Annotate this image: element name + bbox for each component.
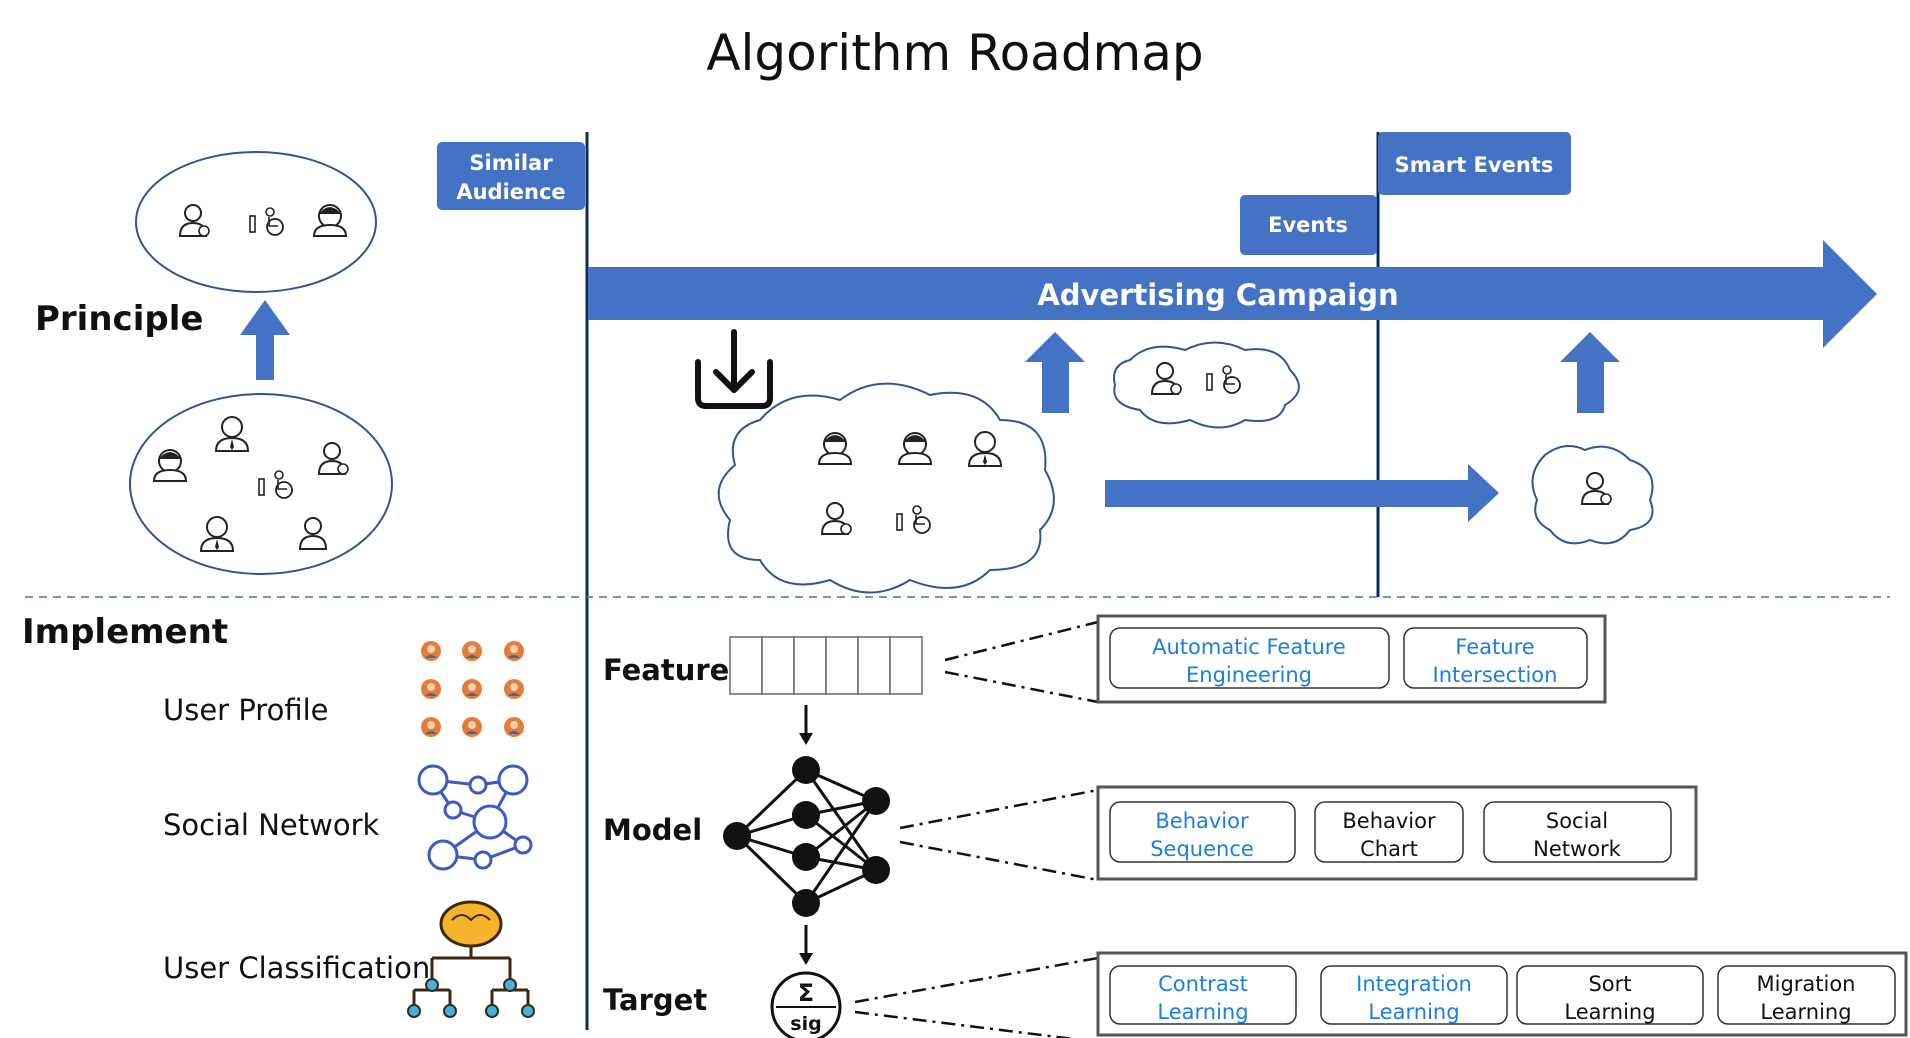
tag-automatic-feature-engineering: Automatic Feature Engineering (1109, 627, 1390, 689)
neural-network-icon (723, 756, 890, 917)
similar-audience-line2: Audience (456, 180, 565, 204)
tag-line: Learning (1564, 1000, 1655, 1024)
smart-events-up-arrow (1560, 332, 1620, 413)
feature-to-model-arrow (799, 705, 813, 745)
model-connector-lines (899, 788, 1099, 882)
tag-line: Contrast (1158, 972, 1248, 996)
feature-label: Feature (603, 653, 729, 687)
campaign-arrow: Advertising Campaign (588, 240, 1877, 348)
avatar-icon (504, 641, 524, 661)
tag-social-network: Social Network (1483, 801, 1672, 863)
tag-line: Intersection (1433, 663, 1558, 687)
principle-label: Principle (35, 299, 203, 339)
avatar-icon (421, 717, 441, 737)
avatar-icon (504, 717, 524, 737)
tag-feature-intersection: Feature Intersection (1403, 627, 1588, 689)
implement-label: Implement (22, 612, 228, 652)
sigmoid-icon: Σ sig (770, 971, 842, 1038)
tag-behavior-sequence: Behavior Sequence (1109, 801, 1296, 863)
social-network-icon (417, 764, 533, 871)
user-profile-avatar-grid (421, 641, 524, 737)
tag-line: Migration (1756, 972, 1855, 996)
tag-integration-learning: Integration Learning (1320, 965, 1508, 1025)
tag-behavior-chart: Behavior Chart (1314, 801, 1464, 863)
tag-line: Automatic Feature (1152, 635, 1346, 659)
similar-audience-badge: Similar Audience (437, 142, 585, 210)
audience-cloud-small (1113, 341, 1300, 429)
events-badge: Events (1240, 195, 1377, 255)
smart-events-label: Smart Events (1395, 153, 1554, 177)
feature-connector-lines (944, 620, 1099, 704)
principle-audience-ellipse-top (135, 151, 377, 293)
tag-contrast-learning: Contrast Learning (1109, 965, 1297, 1025)
avatar-icon (421, 679, 441, 699)
sig-label: sig (790, 1013, 821, 1035)
tag-line: Engineering (1186, 663, 1312, 687)
tag-line: Chart (1360, 837, 1418, 861)
tag-line: Integration (1356, 972, 1472, 996)
tag-line: Network (1533, 837, 1622, 861)
model-to-target-arrow (799, 925, 813, 965)
target-connector-lines (854, 956, 1099, 1038)
target-label: Target (603, 983, 707, 1017)
campaign-label: Advertising Campaign (1037, 278, 1398, 312)
classification-tree-icon (407, 900, 535, 1018)
sigma-symbol: Σ (798, 979, 814, 1007)
tag-line: Learning (1368, 1000, 1459, 1024)
principle-up-arrow (240, 300, 290, 380)
model-label: Model (603, 813, 702, 847)
smart-events-badge: Smart Events (1378, 132, 1571, 195)
right-arrow (1105, 464, 1499, 522)
tag-line: Behavior (1155, 809, 1249, 833)
tag-line: Learning (1760, 1000, 1851, 1024)
feature-vector (729, 636, 923, 695)
tag-line: Behavior (1342, 809, 1436, 833)
cloud-up-arrow (1025, 332, 1085, 413)
tag-sort-learning: Sort Learning (1516, 965, 1704, 1025)
principle-audience-ellipse-bottom (129, 393, 393, 575)
audience-cloud-tiny (1531, 445, 1654, 545)
events-label: Events (1268, 213, 1348, 237)
tag-line: Learning (1157, 1000, 1248, 1024)
audience-cloud-large (717, 382, 1055, 594)
tag-line: Sequence (1150, 837, 1254, 861)
user-profile-label: User Profile (163, 693, 329, 727)
avatar-icon (421, 641, 441, 661)
tag-line: Social (1546, 809, 1608, 833)
tag-line: Feature (1455, 635, 1534, 659)
page-title: Algorithm Roadmap (706, 24, 1203, 82)
download-tray-icon (695, 329, 773, 409)
avatar-icon (504, 679, 524, 699)
social-network-label: Social Network (163, 808, 379, 842)
similar-audience-line1: Similar (469, 151, 553, 175)
user-classification-label: User Classification (163, 951, 430, 985)
avatar-icon (462, 641, 482, 661)
avatar-icon (462, 717, 482, 737)
avatar-icon (462, 679, 482, 699)
tag-line: Sort (1588, 972, 1631, 996)
tag-migration-learning: Migration Learning (1717, 965, 1896, 1025)
